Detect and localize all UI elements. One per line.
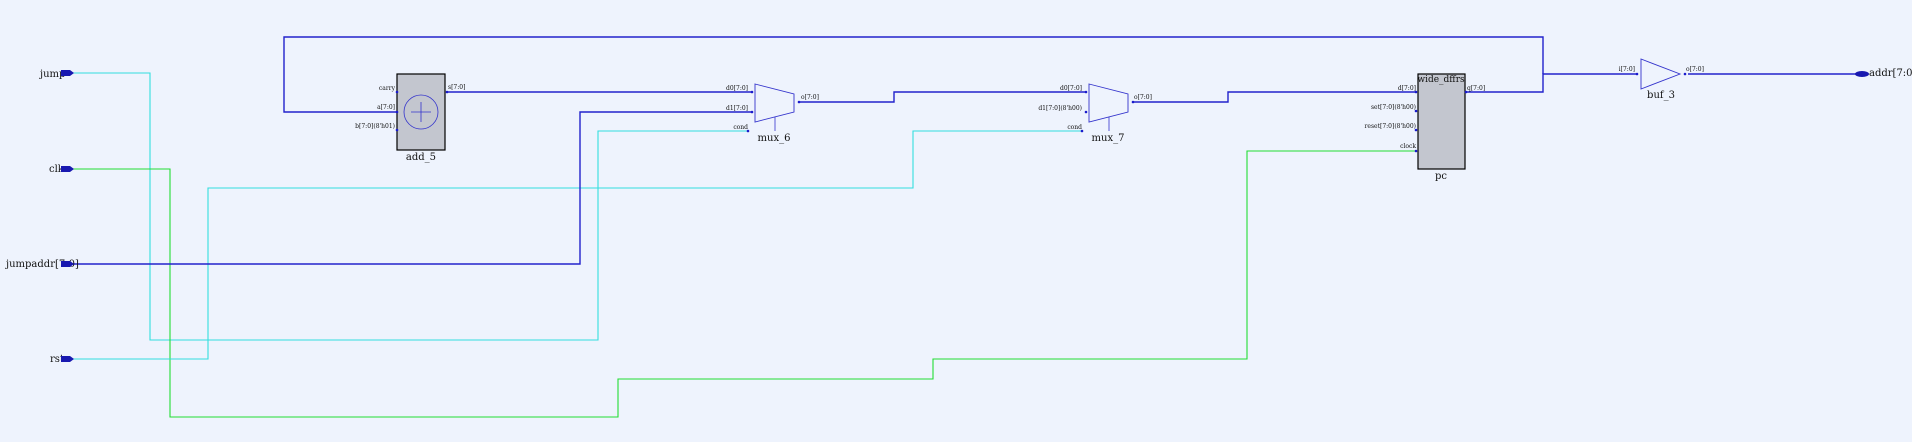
- pin-dot-icon: [750, 110, 754, 114]
- buffer-icon: [1640, 58, 1682, 90]
- input-port-icon: [61, 70, 74, 76]
- buf-3-name: buf_3: [1647, 90, 1675, 101]
- pin-dot-icon: [750, 90, 754, 94]
- port-rst[interactable]: rst: [50, 354, 74, 365]
- pin-d1: d1[7:0]: [726, 105, 748, 112]
- pin-dot-icon: [1084, 110, 1088, 114]
- pin-i: i[7:0]: [1619, 66, 1635, 73]
- pin-dot-icon: [1683, 72, 1687, 76]
- pin-dot-icon: [1414, 128, 1418, 132]
- pin-q: q[7:0]: [1467, 85, 1485, 92]
- pin-dot-icon: [395, 110, 399, 114]
- pin-s: s[7:0]: [448, 84, 465, 91]
- pin-carry: carry: [379, 85, 396, 92]
- port-jumpaddr-label: jumpaddr[7:0]: [5, 259, 79, 270]
- pin-cond: cond: [733, 124, 748, 131]
- pin-o: o[7:0]: [1686, 66, 1704, 73]
- cell-mux-7[interactable]: d0[7:0] d1[7:0](8'h00) cond o[7:0] mux_7: [1038, 83, 1152, 144]
- pc-body: [1417, 73, 1466, 170]
- pin-d: d[7:0]: [1398, 85, 1416, 92]
- port-jumpaddr[interactable]: jumpaddr[7:0]: [5, 259, 79, 270]
- wire-feedback[interactable]: [283, 36, 1544, 113]
- cell-mux-6[interactable]: d0[7:0] d1[7:0] cond o[7:0] mux_6: [726, 83, 819, 144]
- pin-cond: cond: [1067, 124, 1082, 131]
- mux-7-name: mux_7: [1092, 133, 1125, 144]
- input-port-icon: [61, 166, 74, 172]
- wire-rst[interactable]: [70, 130, 1082, 360]
- pin-set: set[7:0](8'h00): [1371, 104, 1416, 111]
- pin-clock: clock: [1400, 143, 1416, 150]
- pin-dot-icon: [1414, 90, 1418, 94]
- mux-icon: [754, 83, 795, 123]
- pin-dot-icon: [1131, 100, 1135, 104]
- pin-d0: d0[7:0]: [1060, 85, 1082, 92]
- pin-dot-icon: [746, 129, 750, 133]
- pin-dot-icon: [797, 100, 801, 104]
- mux-6-name: mux_6: [758, 133, 791, 144]
- input-port-icon: [61, 261, 74, 267]
- cell-add-5[interactable]: carry a[7:0] b[7:0](8'h01) s[7:0] add_5: [355, 73, 465, 163]
- pin-dot-icon: [395, 90, 399, 94]
- port-jump-label: jump: [39, 69, 65, 80]
- output-port-icon: [1855, 71, 1869, 77]
- pin-d0: d0[7:0]: [726, 85, 748, 92]
- mux-icon: [1088, 83, 1129, 123]
- pin-o: o[7:0]: [1134, 94, 1152, 101]
- adder-icon: [403, 94, 439, 130]
- wire-pc-out[interactable]: [1466, 73, 1636, 93]
- pin-a: a[7:0]: [377, 104, 395, 111]
- port-jump[interactable]: jump: [39, 69, 74, 80]
- pin-o: o[7:0]: [801, 94, 819, 101]
- port-addr[interactable]: addr[7:0]: [1855, 68, 1912, 79]
- pin-reset: reset[7:0](8'h00): [1365, 123, 1416, 130]
- cell-buf-3[interactable]: i[7:0] o[7:0] buf_3: [1619, 58, 1704, 101]
- cell-pc[interactable]: wide_dffrs d[7:0] set[7:0](8'h00) reset[…: [1365, 73, 1486, 182]
- pin-dot-icon: [1414, 149, 1418, 153]
- pin-dot-icon: [1414, 109, 1418, 113]
- wire-jump[interactable]: [70, 72, 748, 341]
- pc-name: pc: [1435, 171, 1447, 182]
- pin-dot-icon: [1464, 90, 1468, 94]
- port-clk[interactable]: clk: [49, 164, 74, 175]
- pin-dot-icon: [1080, 129, 1084, 133]
- port-rst-label: rst: [50, 354, 64, 365]
- pin-dot-icon: [1084, 90, 1088, 94]
- pin-dot-icon: [1635, 72, 1639, 76]
- wire-clk[interactable]: [70, 150, 1416, 418]
- pin-dot-icon: [395, 128, 399, 132]
- pin-dot-icon: [445, 90, 449, 94]
- wire-mux7-out[interactable]: [1134, 91, 1415, 103]
- add-5-name: add_5: [406, 152, 436, 163]
- pin-b: b[7:0](8'h01): [355, 123, 395, 130]
- port-addr-label: addr[7:0]: [1869, 68, 1912, 79]
- input-port-icon: [61, 356, 74, 362]
- pc-type-title: wide_dffrs: [1417, 75, 1465, 85]
- wire-jumpaddr[interactable]: [70, 111, 752, 265]
- pin-d1: d1[7:0](8'h00): [1038, 105, 1082, 112]
- port-clk-label: clk: [49, 164, 65, 175]
- wire-mux6-out[interactable]: [800, 91, 1086, 103]
